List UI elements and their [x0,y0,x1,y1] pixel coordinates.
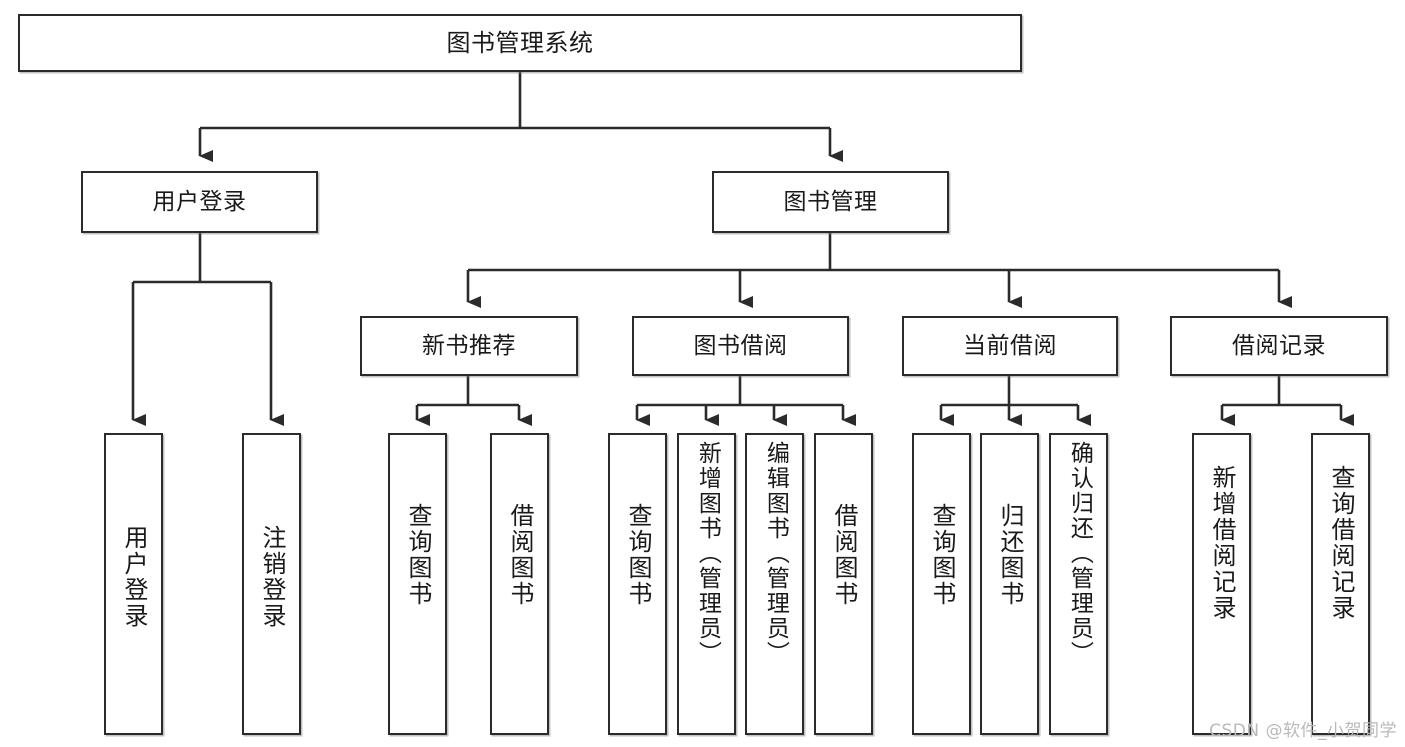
node-book-management-label: 图书管理 [783,188,878,215]
node-root[interactable]: 图书管理系统 [18,14,1022,72]
node-user-login-label: 用户登录 [152,188,247,215]
leaf-query-book-current[interactable]: 查询图书 [912,433,971,735]
leaf-query-book-current-label: 查询图书 [927,503,956,607]
node-user-login[interactable]: 用户登录 [81,171,318,233]
node-book-management[interactable]: 图书管理 [712,171,949,233]
node-current-borrow[interactable]: 当前借阅 [902,316,1118,376]
node-borrow-record-label: 借阅记录 [1232,332,1326,359]
node-new-book-recommend[interactable]: 新书推荐 [360,316,578,376]
leaf-add-borrow-record-label: 新增借阅记录 [1207,465,1236,621]
leaf-add-book-admin[interactable]: 新增图书（管理员） [677,433,736,735]
leaf-logout[interactable]: 注销登录 [242,433,301,735]
node-root-label: 图书管理系统 [446,29,594,57]
leaf-return-book-label: 归还图书 [995,503,1024,607]
leaf-borrow-book-rec[interactable]: 借阅图书 [490,433,549,735]
leaf-query-book-borrow-label: 查询图书 [623,503,652,607]
node-book-borrow-label: 图书借阅 [693,332,788,359]
leaf-confirm-return-admin[interactable]: 确认归还（管理员） [1049,433,1108,735]
watermark: CSDN @软件_小贺同学 [1209,721,1397,741]
node-borrow-record[interactable]: 借阅记录 [1170,316,1388,376]
leaf-query-borrow-record[interactable]: 查询借阅记录 [1311,433,1370,735]
leaf-logout-label: 注销登录 [257,525,286,629]
node-new-book-recommend-label: 新书推荐 [422,332,516,359]
leaf-user-login[interactable]: 用户登录 [104,433,163,735]
leaf-borrow-book-label: 借阅图书 [829,503,858,607]
leaf-query-borrow-record-label: 查询借阅记录 [1326,465,1355,621]
leaf-confirm-return-admin-label: 确认归还（管理员） [1066,441,1093,666]
node-current-borrow-label: 当前借阅 [963,332,1057,359]
leaf-edit-book-admin-label: 编辑图书（管理员） [762,441,789,666]
leaf-query-book-rec-label: 查询图书 [403,503,432,607]
leaf-add-book-admin-label: 新增图书（管理员） [694,441,721,666]
leaf-query-book-rec[interactable]: 查询图书 [388,433,447,735]
leaf-return-book[interactable]: 归还图书 [980,433,1039,735]
leaf-user-login-label: 用户登录 [119,525,148,629]
leaf-add-borrow-record[interactable]: 新增借阅记录 [1192,433,1251,735]
leaf-borrow-book-rec-label: 借阅图书 [505,503,534,607]
leaf-borrow-book[interactable]: 借阅图书 [814,433,873,735]
leaf-edit-book-admin[interactable]: 编辑图书（管理员） [745,433,804,735]
leaf-query-book-borrow[interactable]: 查询图书 [608,433,667,735]
node-book-borrow[interactable]: 图书借阅 [632,316,849,376]
